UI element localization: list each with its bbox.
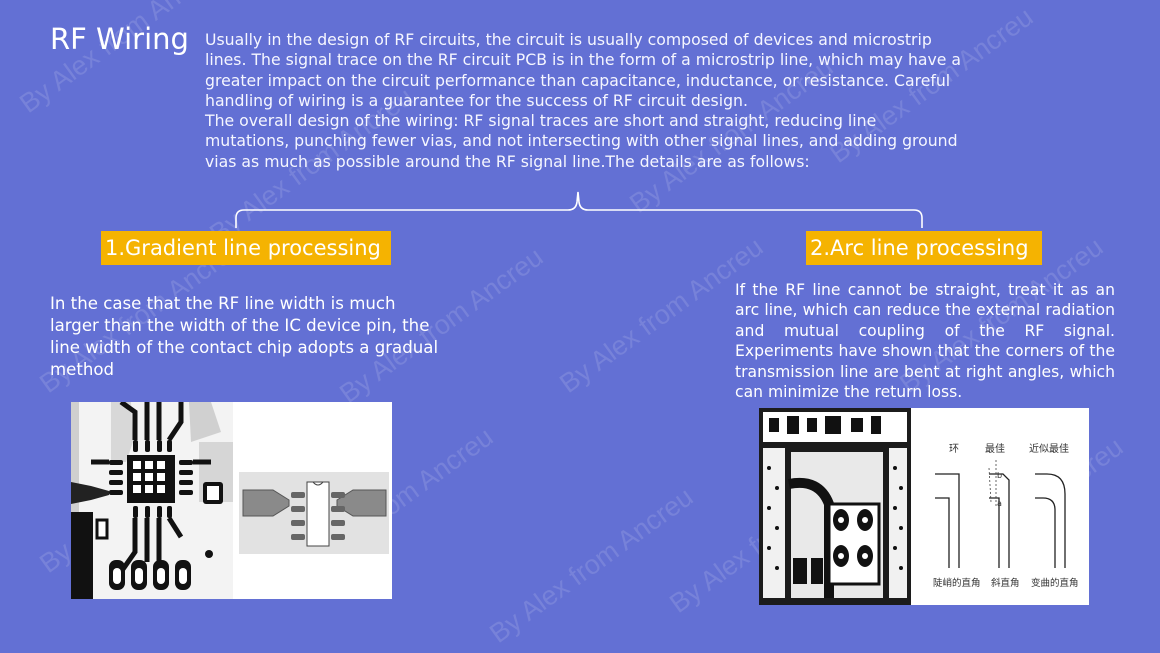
watermark: By Alex from Ancreu xyxy=(14,0,229,119)
intro-text: Usually in the design of RF circuits, th… xyxy=(205,30,965,172)
intro-paragraph: Usually in the design of RF circuits, th… xyxy=(205,30,962,110)
diagram-label-top: 环 xyxy=(949,444,959,455)
diagram-label-bottom: 变曲的直角 xyxy=(1031,577,1079,589)
diagram-label-top: 近似最佳 xyxy=(1029,442,1069,455)
intro-paragraph: The overall design of the wiring: RF sig… xyxy=(205,111,958,171)
diagram-label-top: 最佳 xyxy=(985,442,1005,455)
diagram-mark: b xyxy=(997,471,1002,480)
diagram-label-bottom: 陡峭的直角 xyxy=(933,577,981,589)
gradient-description: In the case that the RF line width is mu… xyxy=(50,294,439,379)
diagram-mark: a xyxy=(997,499,1002,508)
watermark: By Alex from Ancreu xyxy=(484,481,699,649)
arc-line-diagram-image: 环 最佳 近似最佳 b a 陡峭的直角 斜直角 变曲的直角 xyxy=(759,408,1089,605)
page-title: RF Wiring xyxy=(50,22,189,56)
arc-description: If the RF line cannot be straight, treat… xyxy=(735,281,1115,402)
section-heading-arc: 2.Arc line processing xyxy=(806,231,1042,265)
curly-brace-connector xyxy=(235,191,923,228)
diagram-label-bottom: 斜直角 xyxy=(991,577,1020,589)
gradient-line-pcb-image xyxy=(71,399,392,599)
section-heading-gradient: 1.Gradient line processing xyxy=(101,231,391,265)
